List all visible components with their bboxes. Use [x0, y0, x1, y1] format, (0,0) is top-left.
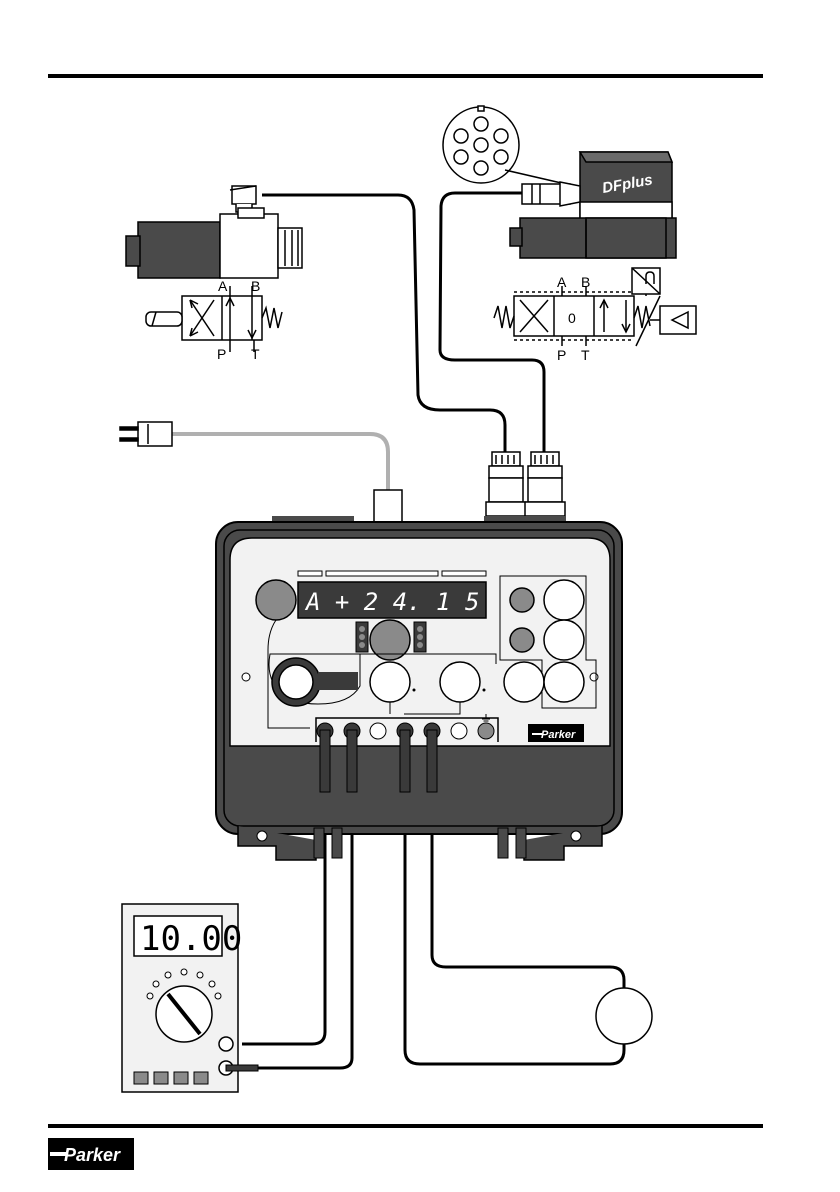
left-valve-symbol: [146, 286, 282, 352]
led-column-left: [356, 622, 368, 652]
left-solenoid-valve: [126, 186, 302, 278]
indicator-led-1: [510, 588, 534, 612]
power-plug: [120, 422, 172, 446]
tester-button-4[interactable]: [544, 662, 584, 702]
tester-pot-knob-1[interactable]: [370, 662, 410, 702]
header-rule: [48, 74, 763, 78]
tester-button-1[interactable]: [544, 580, 584, 620]
multimeter-display-text: 10.00: [140, 919, 242, 959]
right-valve-port-p: P: [557, 347, 566, 363]
load-consumer: [596, 988, 652, 1044]
right-valve-port-a: A: [557, 274, 567, 290]
footer-logo-text: Parker: [64, 1145, 121, 1165]
left-valve-port-a: A: [218, 278, 228, 294]
left-valve-port-p: P: [217, 346, 226, 362]
tester-button-2[interactable]: [544, 620, 584, 660]
indicator-led-2: [510, 628, 534, 652]
tester-button-3[interactable]: [504, 662, 544, 702]
multimeter-jack-1[interactable]: [219, 1037, 233, 1051]
right-valve-center-label: 0: [568, 310, 576, 326]
tester-mode-knob[interactable]: [256, 580, 296, 620]
left-valve-port-b: B: [251, 278, 260, 294]
right-proportional-valve: [510, 152, 676, 258]
gland-right: [525, 452, 565, 516]
footer-rule: [48, 1124, 763, 1128]
jack-6[interactable]: [451, 723, 467, 739]
tester-pot-knob-2[interactable]: [440, 662, 480, 702]
right-valve-symbol: [494, 268, 696, 346]
right-valve-port-t: T: [581, 347, 590, 363]
gland-left: [486, 452, 526, 516]
tester-right-panel: [500, 576, 596, 708]
led-column-right: [414, 622, 426, 652]
connector-pinout: [443, 106, 570, 185]
tester-logo-text: Parker: [541, 729, 576, 741]
ground-jack[interactable]: [478, 723, 494, 739]
jack-3[interactable]: [370, 723, 386, 739]
cable-glands: [486, 452, 565, 516]
tester-pot-dot-2: [483, 689, 486, 692]
power-cable-gland: [374, 490, 402, 524]
right-valve-port-b: B: [581, 274, 590, 290]
power-cable: [172, 434, 388, 492]
tester-pot-dot-1: [413, 689, 416, 692]
left-valve-port-t: T: [251, 346, 260, 362]
